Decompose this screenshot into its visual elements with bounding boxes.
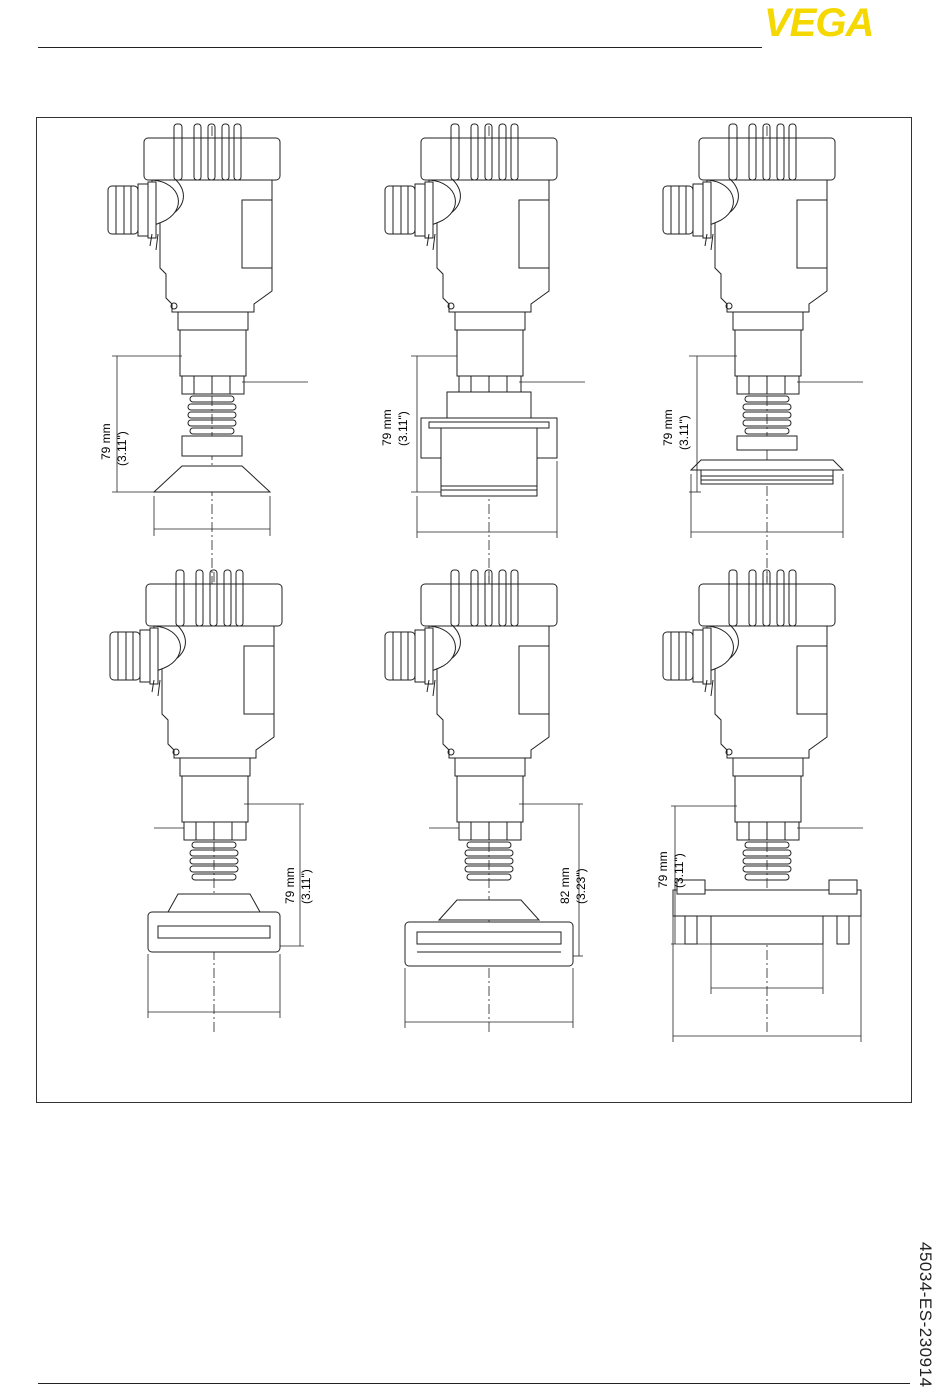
sensor-drawing-5: 82 mm (3.23") [385, 570, 588, 1032]
drawing-frame: 79 mm (3.11") 79 mm (3.11") [36, 117, 912, 1103]
dimension-label-mm: 79 mm [661, 409, 675, 446]
technical-drawings: 79 mm (3.11") 79 mm (3.11") [37, 118, 911, 1102]
dimension-label-in: (3.11") [677, 415, 691, 450]
dimension-label-mm: 79 mm [283, 867, 297, 904]
logo-text: VEGA [764, 2, 873, 42]
dimension-label-mm: 82 mm [558, 867, 572, 904]
sensor-drawing-6: 79 mm (3.11") [656, 570, 863, 1042]
sensor-drawing-2: 79 mm (3.11") [380, 124, 585, 646]
footer-rule [38, 1383, 910, 1384]
dimension-label-in: (3.11") [672, 853, 686, 888]
sensor-drawing-3: 79 mm (3.11") [661, 124, 863, 646]
dimension-label-mm: 79 mm [99, 423, 113, 460]
dimension-label-in: (3.11") [299, 869, 313, 904]
sensor-drawing-4: 79 mm (3.11") [110, 570, 313, 1032]
dimension-label-mm: 79 mm [380, 409, 394, 446]
dimension-label-mm: 79 mm [656, 851, 670, 888]
dimension-label-in: (3.11") [115, 431, 129, 466]
header-rule [38, 47, 762, 48]
vega-logo: VEGA [764, 2, 914, 42]
document-id: 45034-ES-230914 [915, 1242, 935, 1388]
sensor-drawing-1: 79 mm (3.11") [99, 124, 308, 646]
dimension-label-in: (3.11") [396, 411, 410, 446]
dimension-label-in: (3.23") [574, 868, 588, 904]
